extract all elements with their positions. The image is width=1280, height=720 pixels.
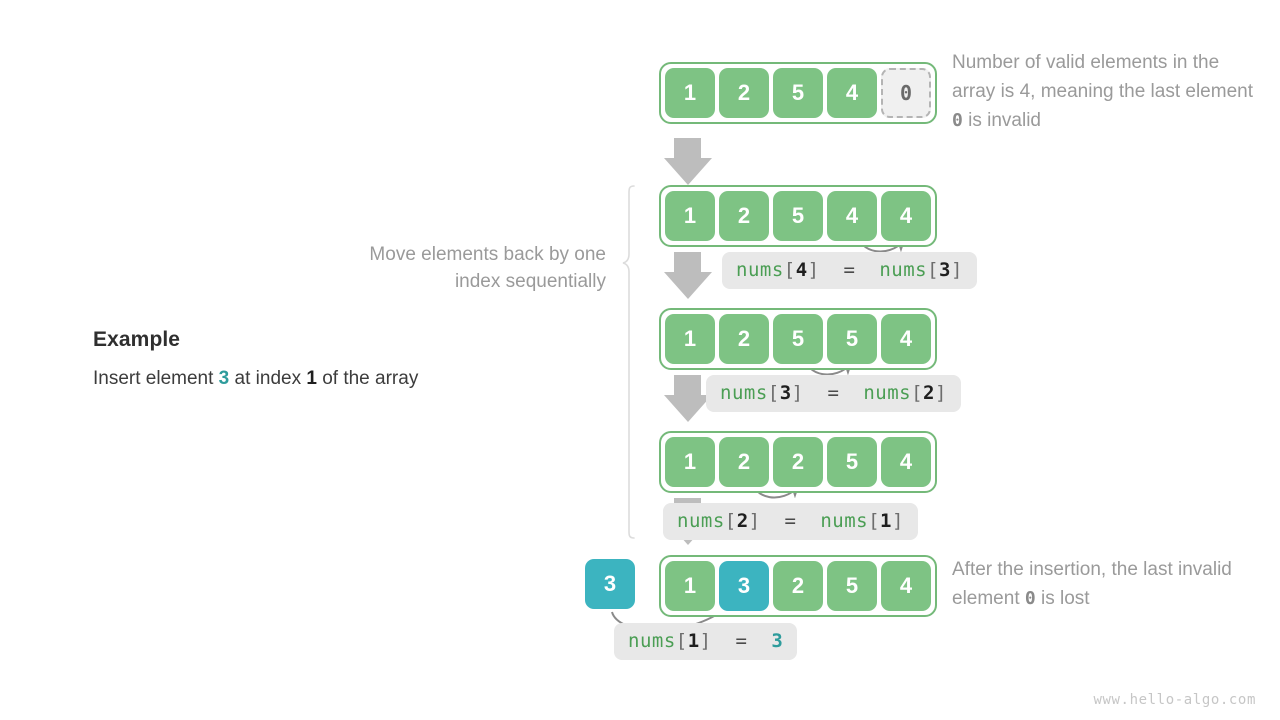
code-operator: = (803, 382, 864, 404)
note-top-value: 0 (952, 110, 963, 131)
code-identifier-rhs: nums (879, 259, 928, 281)
down-arrow-icon-1 (664, 138, 712, 185)
code-bracket-open: [ (724, 510, 737, 532)
array-cell: 0 (881, 68, 931, 118)
desc-value: 3 (218, 368, 230, 389)
example-title: Example (93, 328, 181, 351)
array-cell: 4 (827, 191, 877, 241)
code-literal-rhs: 3 (771, 630, 784, 652)
array-cell: 5 (773, 191, 823, 241)
array-cell: 1 (665, 314, 715, 364)
array-cell: 5 (773, 314, 823, 364)
example-description: Insert element 3 at index 1 of the array (93, 368, 418, 390)
note-bottom-text-a: After the insertion, the last invalid el… (952, 559, 1232, 609)
code-operator: = (711, 630, 772, 652)
array-cell: 4 (881, 561, 931, 611)
array-cell: 2 (719, 68, 769, 118)
site-watermark: www.hello-algo.com (1093, 692, 1256, 708)
note-top-text-b: is invalid (962, 110, 1041, 131)
array-cell: 5 (773, 68, 823, 118)
code-bracket-open-rhs: [ (868, 510, 881, 532)
code-identifier: nums (677, 510, 725, 532)
code-index-rhs: 2 (923, 382, 935, 404)
code-bracket-close-rhs: ] (892, 510, 904, 532)
code-bracket-open: [ (783, 259, 796, 281)
code-bracket-open: [ (675, 630, 688, 652)
array-cell: 4 (881, 191, 931, 241)
array-cell: 4 (881, 314, 931, 364)
code-bracket-close: ] (699, 630, 712, 652)
code-identifier-rhs: nums (863, 382, 912, 404)
code-label-assign-1-value: nums[1] = 3 (614, 623, 798, 660)
group-brace (622, 185, 635, 539)
array-cell: 4 (827, 68, 877, 118)
code-bracket-close-rhs: ] (951, 259, 963, 281)
note-after-insertion: After the insertion, the last invalid el… (952, 555, 1262, 613)
note-invalid-last-element: Number of valid elements in the array is… (952, 48, 1262, 135)
code-bracket-open: [ (767, 382, 780, 404)
array-cell: 1 (665, 68, 715, 118)
array-cell: 2 (719, 191, 769, 241)
desc-prefix: Insert element (93, 368, 219, 389)
code-index-rhs: 1 (880, 510, 892, 532)
array-cell: 2 (773, 561, 823, 611)
array-cell: 5 (827, 437, 877, 487)
down-arrow-icon-3 (664, 375, 712, 422)
desc-suffix: of the array (316, 368, 419, 389)
note-bottom-text-b: is lost (1035, 588, 1090, 609)
code-identifier: nums (628, 630, 676, 652)
array-cell: 2 (773, 437, 823, 487)
code-bracket-open-rhs: [ (911, 382, 924, 404)
code-index: 2 (736, 510, 749, 532)
code-label-assign-3-2: nums[3] = nums[2] (706, 375, 961, 412)
array-cell: 5 (827, 561, 877, 611)
code-bracket-close-rhs: ] (935, 382, 947, 404)
array-cell: 4 (881, 437, 931, 487)
array-cell: 5 (827, 314, 877, 364)
code-label-assign-4-3: nums[4] = nums[3] (722, 252, 977, 289)
desc-index: 1 (306, 368, 317, 389)
array-cell: 1 (665, 191, 715, 241)
code-identifier-rhs: nums (820, 510, 869, 532)
code-bracket-close: ] (807, 259, 820, 281)
code-bracket-close: ] (748, 510, 761, 532)
code-identifier: nums (720, 382, 768, 404)
array-cell: 1 (665, 561, 715, 611)
code-label-assign-2-1: nums[2] = nums[1] (663, 503, 918, 540)
code-index: 3 (779, 382, 792, 404)
code-operator: = (819, 259, 880, 281)
down-arrow-icon-2 (664, 252, 712, 299)
array-cell: 2 (719, 437, 769, 487)
code-index: 1 (687, 630, 700, 652)
code-index: 4 (795, 259, 808, 281)
array-cell: 2 (719, 314, 769, 364)
code-bracket-close: ] (791, 382, 804, 404)
code-index-rhs: 3 (939, 259, 951, 281)
array-cell: 1 (665, 437, 715, 487)
inserted-element-box: 3 (585, 559, 635, 609)
move-elements-note: Move elements back by one index sequenti… (369, 244, 606, 292)
code-identifier: nums (736, 259, 784, 281)
note-bottom-value: 0 (1024, 588, 1036, 609)
note-top-text-a: Number of valid elements in the array is… (952, 52, 1253, 102)
array-cell: 3 (719, 561, 769, 611)
code-bracket-open-rhs: [ (927, 259, 940, 281)
desc-middle: at index (229, 368, 307, 389)
code-operator: = (760, 510, 821, 532)
